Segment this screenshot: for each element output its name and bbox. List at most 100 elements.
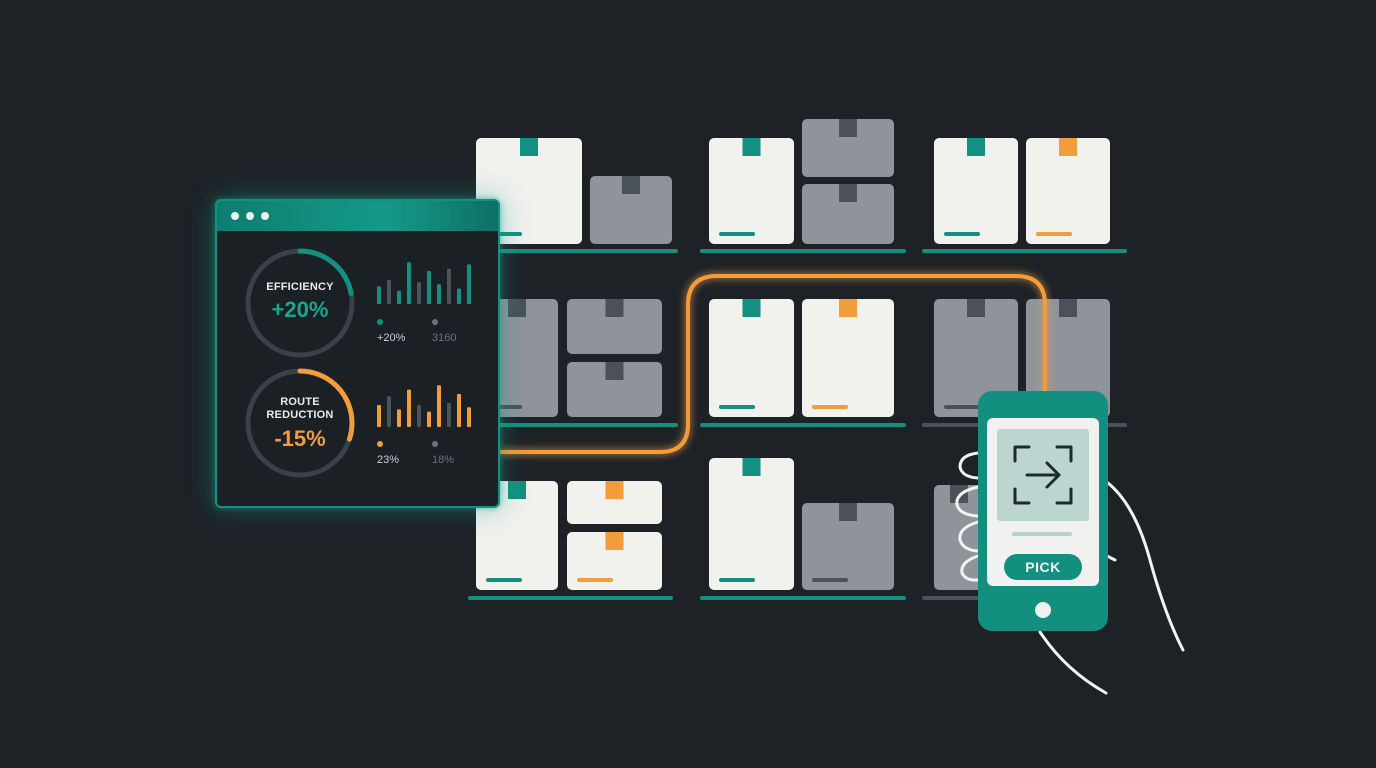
parcel-box	[709, 458, 794, 590]
shelf-plank	[700, 249, 906, 253]
parcel-box	[1026, 138, 1110, 244]
box-label-line	[944, 232, 980, 236]
box-tape-tab	[605, 532, 624, 550]
scan-arrow-icon	[1013, 445, 1073, 505]
parcel-box	[709, 138, 794, 244]
route-reduction-bar	[377, 405, 381, 427]
dashboard-titlebar	[217, 201, 498, 231]
route-reduction-bar	[387, 396, 391, 427]
box-tape-tab	[520, 138, 538, 156]
dashboard-graphics	[245, 248, 471, 478]
box-label-line	[486, 578, 522, 582]
route-reduction-bar	[457, 394, 461, 427]
parcel-box	[476, 481, 558, 590]
scan-status-line	[1012, 532, 1072, 536]
efficiency-bar	[417, 282, 421, 304]
route-reduction-bar	[447, 402, 451, 427]
efficiency-bar	[457, 288, 461, 304]
box-tape-tab	[508, 299, 526, 317]
box-tape-tab	[742, 299, 761, 317]
window-dot-icon	[246, 212, 254, 220]
legend-dot	[432, 319, 438, 325]
box-tape-tab	[967, 299, 985, 317]
efficiency-bar	[467, 264, 471, 304]
route-reduction-ring-arc	[245, 368, 355, 478]
box-label-line	[1036, 232, 1072, 236]
efficiency-bar	[437, 284, 441, 304]
shelf-plank	[922, 249, 1127, 253]
efficiency-bar	[407, 262, 411, 304]
efficiency-bar	[427, 271, 431, 304]
mobile-scanner: PICK	[978, 391, 1108, 631]
box-tape-tab	[508, 481, 526, 499]
route-reduction-legend-secondary: 18%	[432, 454, 455, 466]
efficiency-bar	[387, 279, 391, 304]
box-label-line	[577, 578, 613, 582]
legend-dot	[377, 319, 383, 325]
efficiency-bar	[447, 268, 451, 304]
shelf-plank	[468, 249, 678, 253]
route-reduction-bar	[417, 405, 421, 427]
box-tape-tab	[1059, 138, 1077, 156]
box-tape-tab	[742, 138, 761, 156]
shelf-plank	[700, 423, 906, 427]
parcel-box	[567, 481, 662, 524]
analytics-dashboard: EFFICIENCY +20% +20% 3160 ROUTE REDUCTIO…	[215, 199, 500, 508]
route-reduction-legend-primary: 23%	[377, 454, 400, 466]
parcel-box	[802, 299, 894, 417]
box-label-line	[719, 232, 755, 236]
route-reduction-bar	[467, 407, 471, 427]
parcel-box	[567, 532, 662, 590]
box-tape-tab	[839, 184, 857, 202]
efficiency-legend-primary: +20%	[377, 332, 406, 344]
window-dot-icon	[261, 212, 269, 220]
route-reduction-bar	[427, 411, 431, 427]
box-label-line	[719, 578, 755, 582]
box-tape-tab	[950, 485, 968, 503]
parcel-box-gray	[590, 176, 672, 244]
box-label-line	[812, 578, 848, 582]
route-reduction-bar	[407, 389, 411, 427]
parcel-box	[476, 138, 582, 244]
shelf-plank	[468, 423, 678, 427]
efficiency-legend-secondary: 3160	[432, 332, 457, 344]
scan-viewfinder	[997, 429, 1089, 521]
shelving-rack	[468, 119, 1127, 600]
window-dot-icon	[231, 212, 239, 220]
pick-button[interactable]: PICK	[1004, 554, 1082, 580]
box-tape-tab	[839, 119, 857, 137]
efficiency-label: EFFICIENCY	[266, 281, 334, 293]
box-tape-tab	[622, 176, 640, 194]
phone-screen: PICK	[987, 418, 1099, 586]
parcel-box	[709, 299, 794, 417]
box-label-line	[719, 405, 755, 409]
route-reduction-value: -15%	[274, 426, 326, 451]
home-button[interactable]	[1035, 602, 1051, 618]
box-tape-tab	[742, 458, 761, 476]
efficiency-bar	[377, 286, 381, 304]
efficiency-ring-arc	[245, 248, 355, 358]
route-reduction-bar	[437, 385, 441, 427]
box-label-line	[944, 405, 980, 409]
shelf-plank	[468, 596, 673, 600]
route-reduction-bar	[397, 409, 401, 427]
parcel-box-gray	[567, 362, 662, 417]
parcel-box-gray	[802, 503, 894, 590]
box-label-line	[812, 405, 848, 409]
parcel-box-gray	[934, 299, 1018, 417]
parcel-box-gray	[567, 299, 662, 354]
box-tape-tab	[605, 481, 624, 499]
legend-dot	[432, 441, 438, 447]
efficiency-bar	[397, 290, 401, 304]
box-tape-tab	[1059, 299, 1077, 317]
box-tape-tab	[967, 138, 985, 156]
box-tape-tab	[839, 299, 857, 317]
shelf-plank	[700, 596, 906, 600]
legend-dot	[377, 441, 383, 447]
box-tape-tab	[605, 299, 624, 317]
parcel-box-gray	[802, 184, 894, 244]
box-tape-tab	[605, 362, 624, 380]
parcel-box-gray	[802, 119, 894, 177]
shelf-plank	[922, 596, 982, 600]
